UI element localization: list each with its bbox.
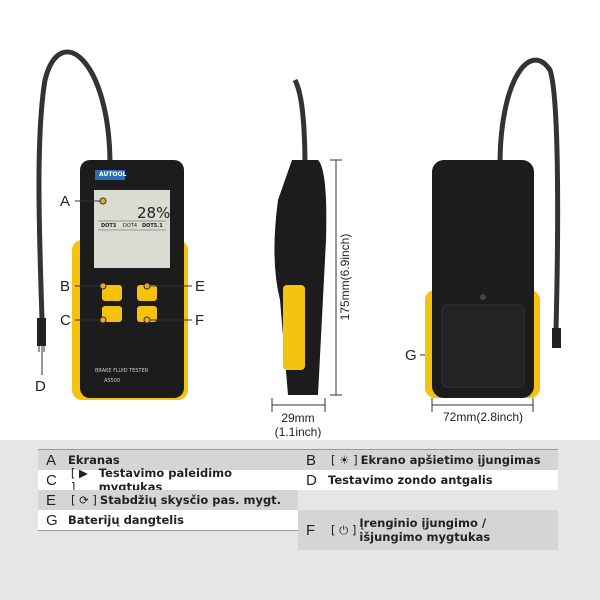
brand-logo: AUTOOL [99, 171, 127, 178]
battery-cover [441, 304, 525, 388]
back-hose [497, 57, 561, 331]
play-icon: [ ▶ ] [70, 466, 88, 494]
legend-a: A Ekranas [38, 450, 298, 470]
lcd-screen [94, 190, 170, 268]
height-dimension: 175mm(6.9inch) [338, 233, 352, 321]
legend-letter: F [306, 521, 316, 539]
dot51-label: DOT5.1 [142, 223, 163, 229]
legend-g: G Baterijų dangtelis [38, 510, 298, 530]
legend-letter: D [306, 471, 317, 489]
legend-letter: E [46, 491, 57, 509]
power-icon: [ ⏻ ] [331, 522, 357, 537]
side-grip [283, 285, 305, 370]
legend-c: C[ ▶ ]Testavimo paleidimo mygtukas [38, 466, 298, 494]
legend-text: Ekrano apšietimo įjungimas [360, 453, 541, 467]
width-dimension: 72mm(2.8inch) [442, 410, 524, 424]
callout-e: E [195, 278, 206, 295]
legend-d: D Testavimo zondo antgalis [298, 470, 558, 490]
dot4-label: DOT4 [123, 223, 138, 229]
refresh-icon: [ ⟳ ] [71, 493, 97, 507]
legend-letter: G [46, 511, 58, 529]
legend-text: Testavimo zondo antgalis [328, 473, 493, 487]
depth-inch: (1.1inch) [274, 425, 322, 439]
legend-text: Įrenginio įjungimo / išjungimo mygtukas [359, 516, 491, 544]
dot3-label: DOT3 [101, 223, 117, 229]
callout-c: C [60, 312, 71, 329]
probe-tip [37, 318, 46, 346]
callout-g: G [405, 347, 417, 364]
legend-letter: A [46, 451, 57, 469]
legend-text: Ekranas [68, 453, 120, 467]
legend-e: E [ ⟳ ]Stabdžių skysčio pas. mygt. [38, 490, 298, 510]
legend-letter: B [306, 451, 317, 469]
callout-f: F [195, 312, 205, 329]
legend-text: Stabdžių skysčio pas. mygt. [99, 493, 282, 507]
front-probe-hose [36, 49, 113, 321]
legend-table: A Ekranas B [ ☀ ]Ekrano apšietimo įjungima… [38, 449, 558, 550]
legend-f: F [ ⏻ ]Įrenginio įjungimo / išjungimo myg… [298, 510, 558, 550]
depth-dimension: 29mm(1.1inch) [268, 411, 328, 439]
legend-text: Baterijų dangtelis [68, 513, 185, 527]
screen-value: 28% [137, 204, 170, 222]
device-caption: BRAKE FLUID TESTER [95, 368, 149, 374]
callout-b: B [60, 278, 71, 295]
legend-letter: C [46, 471, 57, 489]
legend-b: B [ ☀ ]Ekrano apšietimo įjungimas [298, 450, 558, 470]
depth-mm: 29mm [281, 411, 315, 425]
model-label: AS500 [104, 378, 121, 384]
brightness-icon: [ ☀ ] [331, 453, 358, 467]
callout-d: D [35, 378, 46, 395]
callout-a: A [60, 193, 71, 210]
side-hose [292, 78, 308, 171]
